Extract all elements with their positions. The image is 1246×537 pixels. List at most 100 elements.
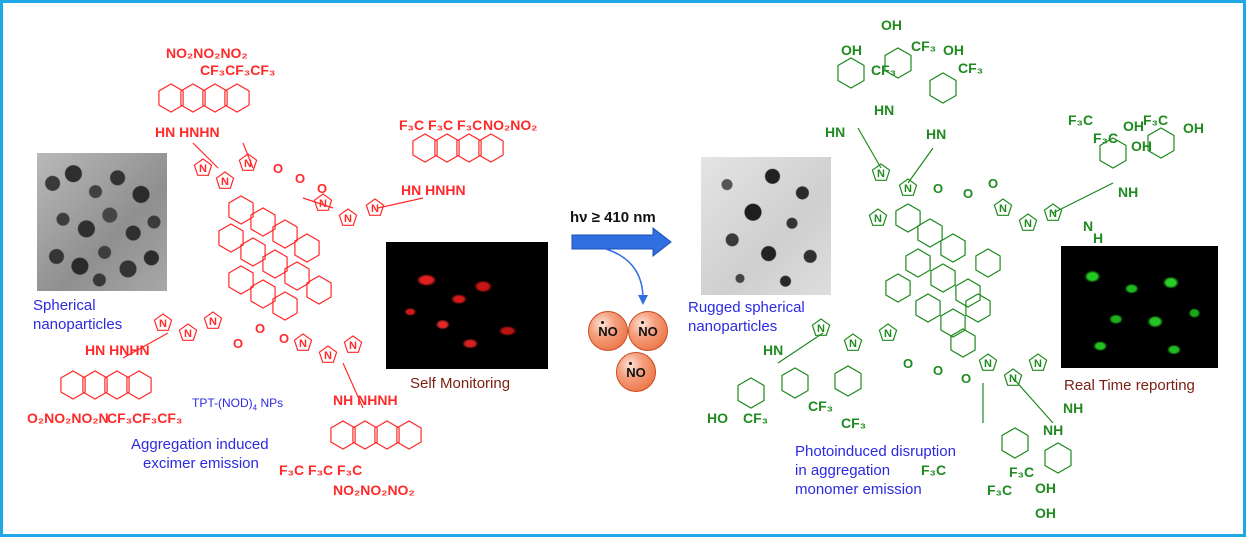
tetrazole-ring-red	[153, 313, 173, 331]
core-ring-red	[272, 291, 298, 321]
phenol-cf3-label: CF₃	[958, 60, 983, 76]
tetrazole-n-label: N	[349, 340, 357, 352]
ester-o-label: O	[255, 321, 265, 336]
light-condition-hv: hν ≥	[570, 209, 605, 226]
triazole-n-label: N	[999, 203, 1007, 215]
tetrazole-n-label: N	[299, 338, 307, 350]
aryl-ring-red	[352, 420, 378, 450]
release-curve-arrow	[605, 248, 644, 300]
triazole-ring-green	[878, 323, 898, 341]
tetrazole-n-label: N	[319, 198, 327, 210]
phenol-f3c-label: F₃C	[1009, 464, 1034, 480]
tem-caption-right-line2: nanoparticles	[688, 318, 778, 335]
aryl-ring-red	[456, 133, 482, 163]
core-ring-green	[955, 278, 981, 308]
phenol-ring-green	[1147, 127, 1175, 159]
ester-o-label: O	[317, 181, 327, 196]
phenol-ring-green	[1044, 442, 1072, 474]
amine-h-label: H	[1093, 230, 1103, 246]
no-radical-bubble-3: NO	[616, 352, 656, 392]
triazole-ring-green	[843, 333, 863, 351]
ester-o-label: O	[279, 331, 289, 346]
phenol-ring-green	[1001, 427, 1029, 459]
phenol-ho-label: HO	[707, 410, 728, 426]
core-ring-green	[975, 248, 1001, 278]
core-ring-red	[228, 195, 254, 225]
linker-bond-red	[342, 362, 364, 409]
phenol-f3c-label: F₃C	[1068, 112, 1093, 128]
triazole-ring-green	[993, 198, 1013, 216]
cell-image-red	[386, 242, 548, 369]
tetrazole-n-label: N	[209, 316, 217, 328]
no-radical-bubble-2: NO	[628, 311, 668, 351]
top-nitro-label: NO₂NO₂NO₂	[166, 45, 248, 61]
radical-dot	[601, 321, 604, 324]
tem-caption-left-line1: Spherical	[33, 297, 96, 314]
tem-caption-left-line2: nanoparticles	[33, 316, 123, 333]
ester-o-label: O	[963, 186, 973, 201]
ester-o-label: O	[295, 171, 305, 186]
triazole-n-label: N	[1024, 218, 1032, 230]
phenol-cf3-label: CF₃	[871, 62, 896, 78]
linker-bond-green	[857, 127, 882, 169]
core-ring-red	[262, 249, 288, 279]
triazole-ring-green	[898, 178, 918, 196]
no-label-2: NO	[638, 323, 658, 339]
tetrazole-ring-red	[318, 345, 338, 363]
np-label-subscript: 4	[252, 403, 258, 413]
ester-o-label: O	[903, 356, 913, 371]
aryl-ring-red	[158, 83, 184, 113]
triazole-n-label: N	[874, 213, 882, 225]
tetrazole-ring-red	[293, 333, 313, 351]
phenol-ring-green	[837, 57, 865, 89]
amine-hn-label: HN	[926, 126, 946, 142]
phenol-cf3-label: CF₃	[808, 398, 833, 414]
cell-caption-right: Real Time reporting	[1064, 377, 1195, 394]
aryl-ring-red	[224, 83, 250, 113]
cell-image-green	[1061, 246, 1218, 368]
ester-o-label: O	[273, 161, 283, 176]
aryl-ring-red	[374, 420, 400, 450]
phenol-oh-label: OH	[1183, 120, 1204, 136]
phenol-ring-green	[884, 47, 912, 79]
tetrazole-ring-red	[343, 335, 363, 353]
triazole-n-label: N	[1034, 358, 1042, 370]
tetrazole-ring-red	[238, 153, 258, 171]
triazole-ring-green	[1003, 368, 1023, 386]
upper-right-cf3-label: F₃C F₃C F₃C	[399, 117, 482, 133]
core-ring-green	[950, 328, 976, 358]
phenol-f3c-label: F₃C	[1143, 112, 1168, 128]
amine-hn-label: HN	[763, 342, 783, 358]
ester-o-label: O	[933, 363, 943, 378]
triazole-n-label: N	[877, 168, 885, 180]
linker-bond-red	[302, 197, 334, 209]
tem-caption-right-line1: Rugged spherical	[688, 299, 805, 316]
triazole-ring-green	[811, 318, 831, 336]
triazole-n-label: N	[904, 183, 912, 195]
lower-mid-cf3-label: F₃C F₃C F₃C	[279, 462, 362, 478]
top-cf3-label: CF₃CF₃CF₃	[200, 62, 275, 78]
core-ring-green	[940, 233, 966, 263]
tetrazole-n-label: N	[221, 176, 229, 188]
phenol-cf3-label: CF₃	[743, 410, 768, 426]
ester-o-label: O	[933, 181, 943, 196]
triazole-ring-green	[868, 208, 888, 226]
phenol-f3c-label: F₃C	[921, 462, 946, 478]
core-ring-green	[940, 308, 966, 338]
linker-bond-green	[1052, 182, 1114, 214]
phenol-oh-label: OH	[943, 42, 964, 58]
top-amine-label: HN HNHN	[155, 124, 220, 140]
ester-o-label: O	[961, 371, 971, 386]
core-ring-green	[917, 218, 943, 248]
phenol-oh-label: OH	[841, 42, 862, 58]
triazole-n-label: N	[849, 338, 857, 350]
linker-bond-green	[1012, 377, 1054, 424]
np-label-base: TPT-(NOD)	[192, 396, 253, 410]
amine-hn-label: HN	[874, 102, 894, 118]
core-ring-green	[905, 248, 931, 278]
linker-bond-green	[907, 147, 934, 184]
tetrazole-n-label: N	[159, 318, 167, 330]
phenol-f3c-label: F₃C	[987, 482, 1012, 498]
tetrazole-n-label: N	[344, 213, 352, 225]
